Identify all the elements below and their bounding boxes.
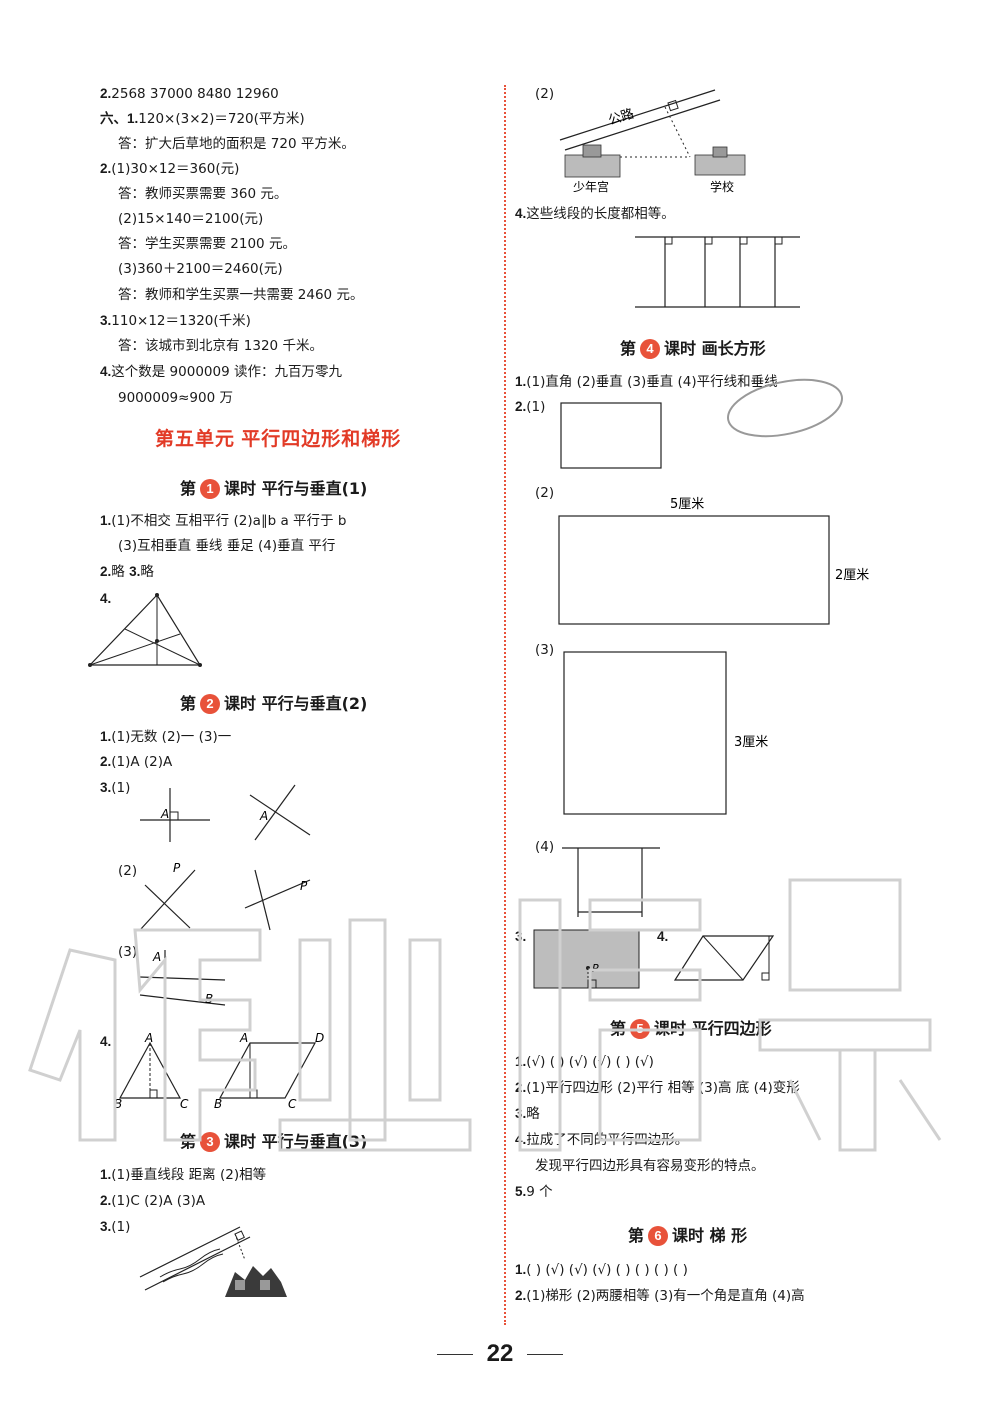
point-label: P [173, 861, 181, 875]
point-label: A [144, 1031, 153, 1045]
answer-line: 2.(1)平行四边形 (2)平行 相等 (3)高 底 (4)变形 [515, 1080, 800, 1096]
road-label: 公路 [606, 106, 636, 129]
answer-line: 1.(1)不相交 互相平行 (2)a∥b a 平行于 b [100, 513, 347, 529]
school-label: 学校 [710, 179, 734, 194]
road-school-figure: 公路 少年宫 学校 [559, 89, 746, 194]
answer-line: 发现平行四边形具有容易变形的特点。 [535, 1158, 765, 1174]
point-label: B [205, 992, 213, 1006]
answer-line: 1.(1)垂直线段 距离 (2)相等 [100, 1167, 267, 1183]
answer-line: (3) [535, 642, 555, 658]
answer-line: 答：该城市到北京有 1320 千米。 [118, 338, 323, 354]
answer-line: 3.(1) [100, 1219, 131, 1235]
rectangle-5x2-figure: 5厘米 2厘米 [558, 497, 869, 625]
answer-line: 六、1.120×(3×2)＝720(平方米) [100, 111, 305, 127]
lesson-number-badge: 1 [200, 479, 221, 499]
answer-line: 2.2568 37000 8480 12960 [100, 86, 279, 102]
point-label: C [288, 1097, 297, 1111]
answer-line: 4. [100, 591, 112, 606]
shaded-rectangle-figure: P [533, 929, 640, 989]
answer-line: (3)360＋2100＝2460(元) [118, 261, 283, 277]
parallel-segments-figure [635, 236, 800, 308]
lesson-number-badge: 6 [648, 1226, 669, 1246]
answer-line: (2) [535, 86, 555, 102]
answer-line: (2)15×140＝2100(元) [118, 211, 264, 227]
lesson-number-badge: 2 [200, 694, 221, 714]
answer-line: 答：扩大后草地的面积是 720 平方米。 [118, 136, 355, 152]
answer-line: 4.这些线段的长度都相等。 [515, 206, 675, 222]
point-label: A [160, 807, 169, 821]
answer-line: 5.9 个 [515, 1184, 553, 1200]
answer-line: (2) [118, 863, 138, 879]
answer-line: 2.(1)A (2)A [100, 754, 173, 770]
river-village-figure [139, 1226, 287, 1297]
answer-line: 1.(1)直角 (2)垂直 (3)垂直 (4)平行线和垂线 [515, 374, 778, 390]
page-number-dash [436, 1354, 473, 1356]
answer-line: 1.( ) (√) (√) (√) ( ) ( ) ( ) ( ) [515, 1262, 688, 1278]
unit-title: 第五单元 平行四边形和梯形 [155, 429, 402, 450]
page-number-dash [527, 1354, 564, 1356]
height-figures: A B C A D B C [114, 1031, 324, 1111]
palace-label: 少年宫 [573, 179, 609, 194]
school-building [694, 146, 746, 176]
triangle-altitudes-figure [88, 593, 202, 667]
answer-line: 1.(√) ( ) (√) (√) ( ) (√) [515, 1054, 654, 1070]
point-label: A [239, 1031, 248, 1045]
answer-line: (4) [535, 839, 555, 855]
answer-line: 2.(1)梯形 (2)两腰相等 (3)有一个角是直角 (4)高 [515, 1288, 805, 1304]
point-label: B [214, 1097, 222, 1111]
point-label: B [114, 1097, 122, 1111]
answer-line: 答：教师买票需要 360 元。 [118, 186, 288, 202]
point-label: P [300, 879, 308, 893]
answer-line: 答：教师和学生买票一共需要 2460 元。 [118, 287, 364, 303]
point-label: P [592, 962, 599, 975]
page-number: 22 [0, 1340, 1000, 1368]
perpendicular-figure-2: P P [139, 861, 311, 931]
perpendicular-figure-3: A B [139, 950, 226, 1020]
answer-line: 2.(1)C (2)A (3)A [100, 1193, 206, 1209]
point-label: A [152, 950, 161, 964]
youth-palace-building [564, 144, 621, 178]
parallelogram-height-figure [673, 935, 775, 981]
stamp-seal [727, 378, 843, 438]
point-label: D [315, 1031, 324, 1045]
answer-line: 2.(1)30×12＝360(元) [100, 161, 240, 177]
answer-line: 答：学生买票需要 2100 元。 [118, 236, 296, 252]
column-divider [504, 85, 506, 1325]
point-label: A [259, 809, 268, 823]
lesson-number-badge: 4 [640, 339, 661, 359]
answer-line: (2) [535, 485, 555, 501]
answer-line: 2.(1) [515, 399, 546, 415]
rectangle-figure-1 [560, 402, 662, 469]
answer-line: 1.(1)无数 (2)一 (3)一 [100, 729, 232, 745]
answer-line: 3. [515, 929, 527, 944]
lesson-number-badge: 5 [630, 1019, 651, 1039]
answer-line: 4.这个数是 9000009 读作：九百万零九 [100, 364, 342, 380]
length-label: 5厘米 [670, 497, 704, 512]
side-label: 3厘米 [734, 735, 768, 750]
perpendicular-figure-1: A A [140, 784, 311, 842]
answer-line: 3.略 [515, 1106, 540, 1122]
lesson-number-badge: 3 [200, 1132, 221, 1152]
answer-line: (3) [118, 944, 138, 960]
answer-line: 2.略 3.略 [100, 564, 154, 580]
answer-line: 3.(1) [100, 780, 131, 796]
answer-line: 4. [657, 929, 669, 944]
square-3cm-figure: 3厘米 [563, 651, 768, 815]
answer-line: 3.110×12＝1320(千米) [100, 313, 251, 329]
answer-line: 4.拉成了不同的平行四边形。 [515, 1132, 689, 1148]
point-label: C [180, 1097, 189, 1111]
answer-line: 9000009≈900 万 [118, 390, 233, 406]
rectangle-figure-4 [562, 847, 660, 917]
answer-line: (3)互相垂直 垂线 垂足 (4)垂直 平行 [118, 538, 336, 554]
width-label: 2厘米 [835, 568, 869, 583]
